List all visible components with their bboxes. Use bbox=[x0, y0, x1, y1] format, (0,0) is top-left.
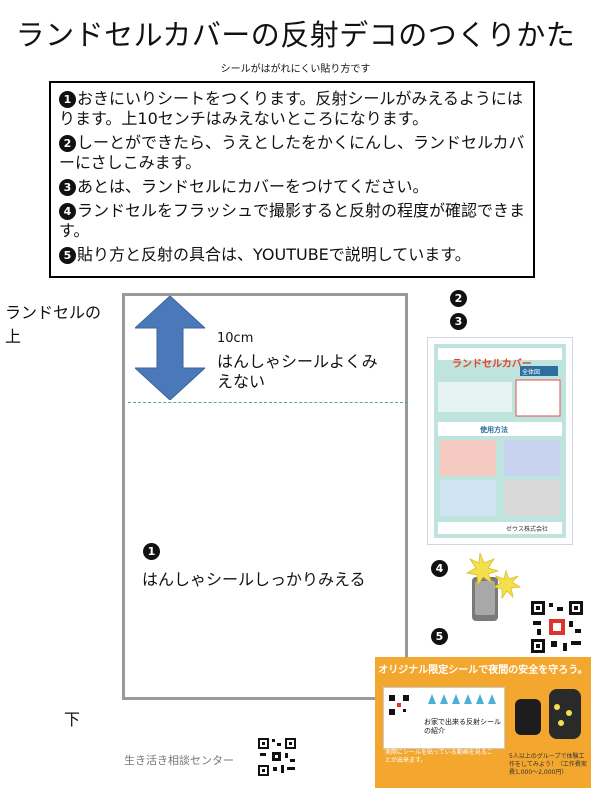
visible-zone-label: はんしゃシールしっかりみえる bbox=[142, 570, 366, 589]
step-text: あとは、ランドセルにカバーをつけてください。 bbox=[77, 177, 429, 196]
product-leaflet: ランドセルカバー 全体図 使用方法 ゼウス株式会社 bbox=[427, 337, 573, 545]
step-number: 4 bbox=[59, 203, 76, 220]
step-number: 5 bbox=[59, 247, 76, 264]
page-subtitle: シールがはがれにくい貼り方です bbox=[220, 64, 371, 75]
step-number: 3 bbox=[59, 179, 76, 196]
cover-outline bbox=[122, 293, 408, 700]
step-text: ランドセルをフラッシュで撮影すると反射の程度が確認できます。 bbox=[59, 201, 526, 240]
step-badge-2: 2 bbox=[450, 290, 467, 307]
step-text: おきにいりシートをつくります。反射シールがみえるようにはります。上10センチはみ… bbox=[59, 89, 523, 128]
flyer-title: オリジナル限定シールで夜間の安全を守ろう。 bbox=[378, 665, 588, 676]
event-flyer: オリジナル限定シールで夜間の安全を守ろう。 お家で出来る反射シールの紹介 実際に… bbox=[375, 657, 591, 788]
flyer-video-thumbnail: お家で出来る反射シールの紹介 bbox=[383, 687, 505, 749]
ten-cm-label: 10cm bbox=[217, 331, 254, 346]
qr-code-icon bbox=[529, 599, 585, 655]
step-badge-1: 1 bbox=[143, 543, 160, 560]
step-number: 2 bbox=[59, 135, 76, 152]
step-text: 貼り方と反射の具合は、YOUTUBEで説明しています。 bbox=[77, 245, 471, 264]
ten-cm-line bbox=[128, 402, 408, 403]
flyer-note-right: 5人以上のグループで体験工作をしてみよう！（工作費実費1,000～2,000円） bbox=[509, 753, 587, 776]
qr-code-icon bbox=[257, 737, 297, 777]
step-badge-3: 3 bbox=[450, 313, 467, 330]
page-title: ランドセルカバーの反射デコのつくりかた bbox=[15, 18, 576, 52]
leaflet-title: ランドセルカバー bbox=[452, 359, 532, 370]
qr-code-icon bbox=[388, 694, 410, 716]
step-text: しーとができたら、うえとしたをかくにんし、ランドセルカバーにさしこみます。 bbox=[59, 133, 525, 172]
phone-flash-icon bbox=[465, 552, 522, 621]
reflective-stickers-illustration bbox=[428, 694, 496, 704]
double-arrow-icon bbox=[135, 296, 205, 400]
step-number: 1 bbox=[59, 91, 76, 108]
randoseru-top-label: ランドセルの上 bbox=[5, 303, 102, 346]
randoseru-illustration bbox=[515, 689, 581, 739]
leaflet-company: ゼウス株式会社 bbox=[506, 526, 549, 533]
organization-name: 生き活き相談センター bbox=[124, 754, 234, 767]
flyer-note-left: 実際にシールを貼っている動画を見ることが出来ます。 bbox=[385, 749, 493, 764]
leaflet-tag: 全体図 bbox=[522, 369, 541, 376]
hidden-zone-label: はんしゃシールよくみえない bbox=[217, 352, 378, 391]
flyer-video-title: お家で出来る反射シールの紹介 bbox=[424, 718, 501, 735]
leaflet-illustration bbox=[434, 344, 566, 538]
bottom-label: 下 bbox=[64, 710, 81, 729]
step-badge-5: 5 bbox=[431, 628, 448, 645]
step-badge-4: 4 bbox=[431, 560, 448, 577]
leaflet-usage: 使用方法 bbox=[480, 426, 508, 434]
